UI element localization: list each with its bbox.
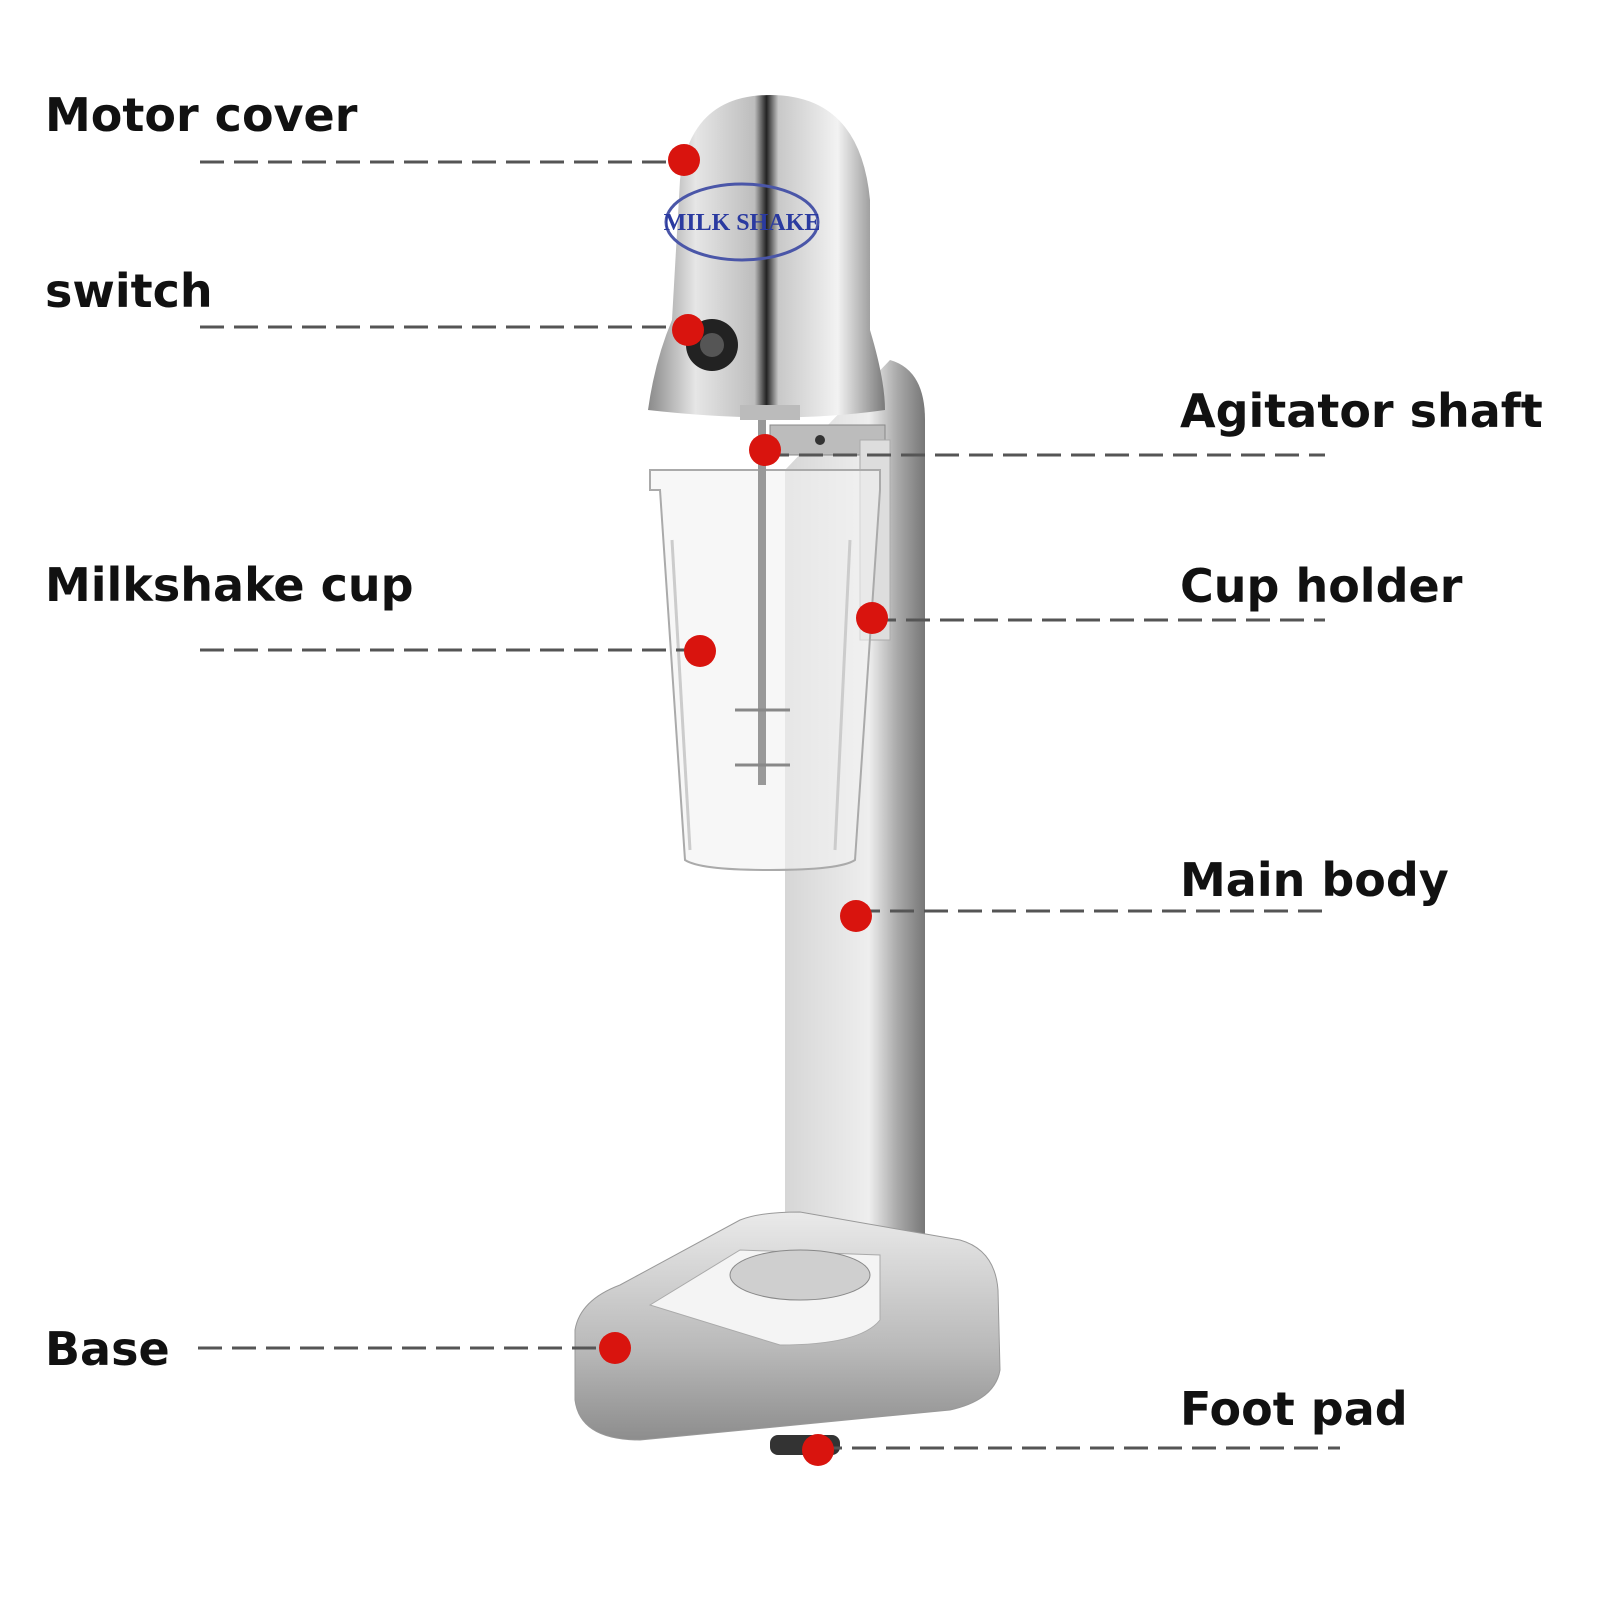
- label-foot-pad: Foot pad: [1180, 1382, 1408, 1436]
- marker-base: [599, 1332, 631, 1364]
- label-switch: switch: [45, 264, 213, 318]
- svg-text:MILK SHAKE: MILK SHAKE: [664, 210, 821, 236]
- marker-motor-cover: [668, 144, 700, 176]
- marker-main-body: [840, 900, 872, 932]
- label-cup-holder: Cup holder: [1180, 559, 1463, 613]
- markers: [599, 144, 888, 1466]
- marker-cup-holder: [856, 602, 888, 634]
- marker-switch: [672, 314, 704, 346]
- milk-shake-logo: MILK SHAKE: [664, 182, 821, 262]
- base: [574, 1211, 1001, 1455]
- label-agitator-shaft: Agitator shaft: [1180, 384, 1543, 438]
- motor-cover: MILK SHAKE: [648, 95, 885, 420]
- leader-lines: [198, 160, 1340, 1450]
- label-motor-cover: Motor cover: [45, 88, 358, 142]
- marker-agitator-shaft: [749, 434, 781, 466]
- label-main-body: Main body: [1180, 853, 1449, 907]
- label-milkshake-cup: Milkshake cup: [45, 558, 414, 612]
- marker-milkshake-cup: [684, 635, 716, 667]
- marker-foot-pad: [802, 1434, 834, 1466]
- label-base: Base: [45, 1322, 170, 1376]
- agitator-shaft: [735, 415, 790, 785]
